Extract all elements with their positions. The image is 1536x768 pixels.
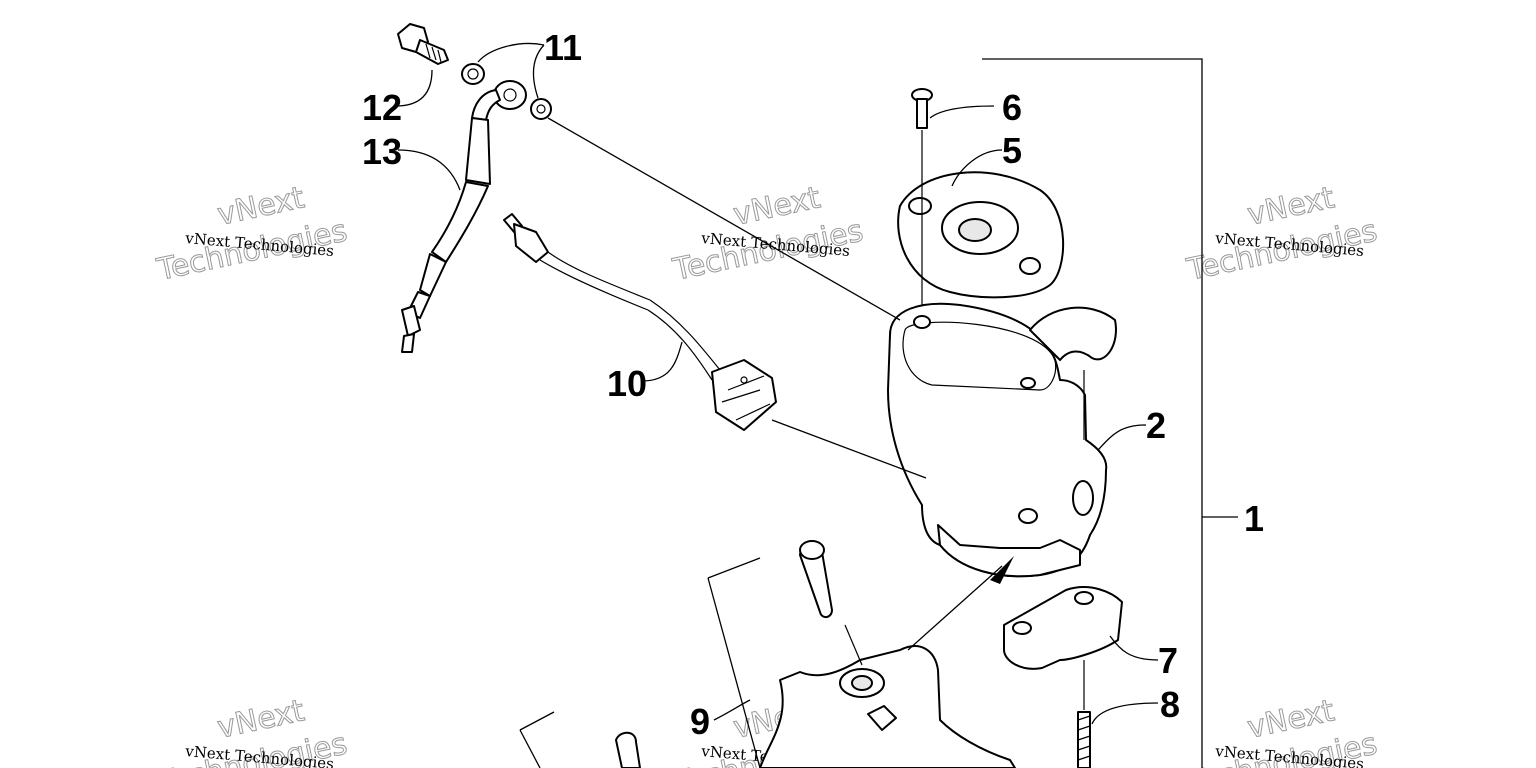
callout-7: 7: [1158, 640, 1178, 681]
callout-labels: 11 12 13 6 5 10 2 1 7 8 9: [362, 27, 1264, 742]
assembly-bracket: [982, 58, 1238, 768]
callout-1: 1: [1244, 498, 1264, 539]
watermark: vNext Technologies vNext Technologies: [1183, 180, 1381, 289]
callout-8: 8: [1160, 684, 1180, 725]
callout-11: 11: [544, 27, 582, 68]
callout-9: 9: [690, 701, 710, 742]
watermark: vNext Technologies vNext Technologies: [153, 180, 351, 289]
watermark: vNext Technologies vNext Technologies: [153, 693, 351, 768]
bolt: [1077, 370, 1091, 768]
callout-12: 12: [362, 87, 402, 128]
callout-6: 6: [1002, 87, 1022, 128]
washers: [461, 63, 552, 120]
clamp: [1003, 586, 1123, 670]
callout-5: 5: [1002, 130, 1022, 171]
reservoir-cover: [897, 171, 1065, 299]
leader-lines: [395, 42, 1159, 768]
brake-lever: [519, 540, 1016, 768]
banjo-bolt: [397, 23, 449, 65]
brake-switch: [503, 213, 777, 431]
watermark: vNext Technologies vNext Technologies: [1183, 693, 1381, 768]
watermark: vNext Technologies vNext Technologies: [669, 180, 867, 289]
callout-2: 2: [1146, 405, 1166, 446]
callout-13: 13: [362, 131, 402, 172]
master-cylinder: [887, 302, 1117, 578]
callout-10: 10: [607, 363, 647, 404]
brake-hose: [401, 80, 527, 353]
screw: [911, 88, 933, 316]
watermark-group: vNext Technologies vNext Technologies vN…: [153, 180, 1381, 768]
